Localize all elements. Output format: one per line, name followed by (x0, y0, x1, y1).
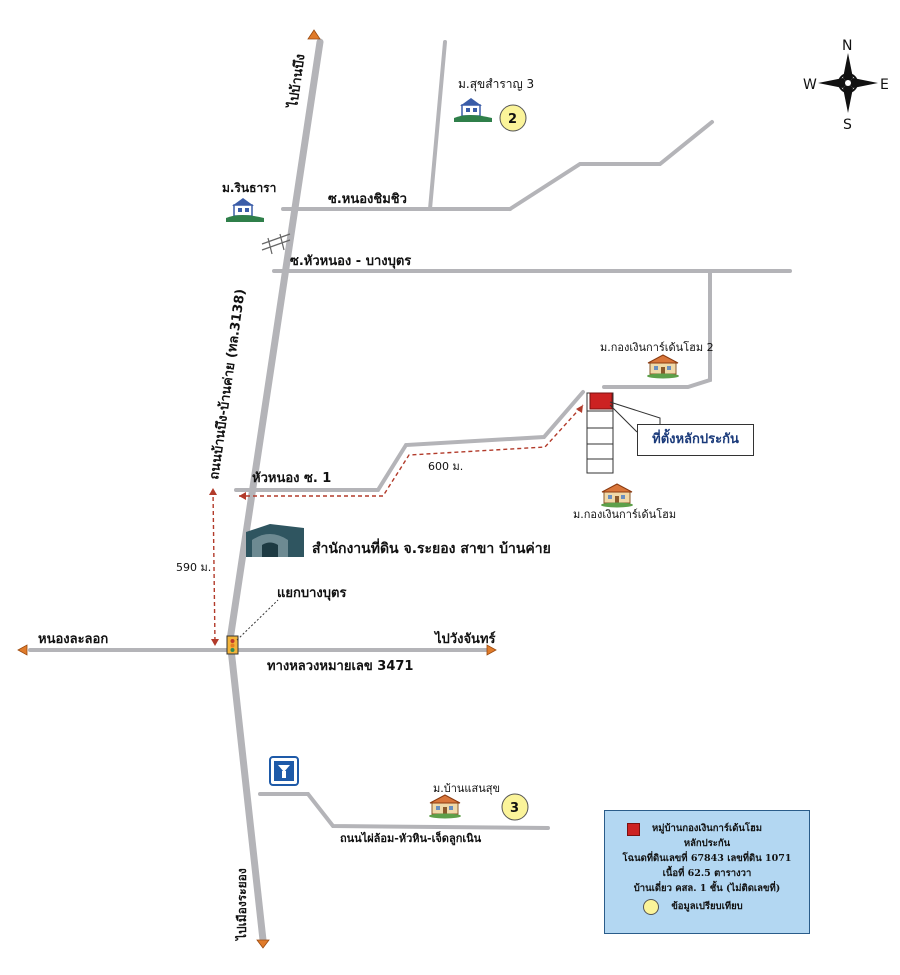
legend-line-5: บ้านเดี่ยว คสล. 1 ชั้น (ไม่ติดเลขที่) (633, 883, 781, 894)
legend-row-comparable: ข้อมูลเปรียบเทียบ (605, 899, 809, 915)
collateral-location-callout: ที่ตั้งหลักประกัน (637, 424, 754, 456)
road-east-loop (602, 269, 712, 389)
legend-line-1: หมู่บ้านกองเงินการ์เด้นโฮม (651, 823, 763, 834)
land-office-building-icon (246, 524, 304, 557)
village-kongngern-2-label: ม.กองเงินการ์เด้นโฮม 2 (600, 340, 714, 354)
comparable-marker-3 (501, 793, 529, 821)
village-suk-samran-label: ม.สุขสำราญ 3 (458, 77, 534, 92)
road-end-arrows (17, 29, 497, 949)
arrow-up-icon (307, 29, 321, 40)
bank-logo-icon (269, 756, 299, 786)
village-rinthara-label: ม.รินธารา (222, 181, 276, 195)
comparable-marker-2-label: 2 (508, 112, 517, 127)
distance-label-600m: 600 ม. (428, 460, 463, 473)
road-label-main: ถนนบ้านบึง-บ้านค่าย (ทล.3138) (206, 288, 249, 481)
junction-label: แยกบางบุตร (277, 586, 346, 601)
main-road-3138 (226, 38, 324, 644)
road-side (258, 792, 550, 830)
traffic-light-icon (226, 635, 239, 655)
collateral-plot (589, 392, 613, 410)
bridge-icon (261, 233, 291, 255)
callout-leader-2 (609, 404, 638, 433)
compass-south-label: S (843, 117, 852, 133)
village-ban-saen-suk-icon (428, 794, 462, 819)
main-road-south (226, 636, 267, 944)
compass-east-label: E (880, 77, 889, 93)
callout-leader (609, 401, 661, 426)
distance-label-590m: 590 ม. (176, 561, 211, 574)
village-suk-samran-icon (453, 97, 493, 123)
arrow-down-icon (256, 939, 270, 949)
legend-line-2: หลักประกัน (683, 838, 731, 849)
village-rinthara-icon (225, 197, 265, 223)
road-label-nong-chim-chio: ซ.หนองชิมชิว (328, 192, 407, 207)
road-label-ban-bueng: ไปบ้านบึง (284, 53, 309, 111)
village-kongngern-2-icon (646, 354, 680, 379)
road-north-branch (428, 40, 447, 211)
legend-line-3: โฉนดที่ดินเลขที่ 67843 เลขที่ดิน 1071 (622, 853, 792, 864)
arrow-right-icon (486, 644, 497, 656)
legend-comparable-dot (643, 899, 659, 915)
road-nong-chim-chio-east (508, 120, 714, 211)
junction-leader (236, 599, 279, 641)
path-600m (239, 404, 584, 497)
compass-west-label: W (803, 77, 817, 93)
village-ban-saen-suk-label: ม.บ้านแสนสุข (433, 782, 500, 795)
village-kongngern-icon (600, 483, 634, 508)
road-label-highway-3471: ทางหลวงหมายเลข 3471 (267, 659, 413, 674)
arrow-left-icon (17, 644, 28, 656)
compass-icon (818, 53, 878, 113)
path-590m (212, 489, 216, 645)
road-label-hua-nong-soi-1: หัวหนอง ซ. 1 (252, 471, 331, 486)
road-label-mueang-rayong: ไปเมืองระยอง (234, 868, 249, 942)
road-label-side: ถนนไผ่ล้อม-หัวหิน-เจ็ดลูกเนิน (340, 831, 482, 846)
legend-box: หมู่บ้านกองเงินการ์เด้นโฮม หลักประกัน โฉ… (604, 810, 810, 934)
comparable-marker-2 (499, 104, 527, 132)
legend-row-village: หมู่บ้านกองเงินการ์เด้นโฮม (605, 821, 809, 836)
road-label-nong-la-lok: หนองละลอก (38, 632, 108, 647)
distance-paths (212, 404, 584, 645)
land-office-label: สำนักงานที่ดิน จ.ระยอง สาขา บ้านค่าย (312, 538, 551, 557)
road-network (28, 38, 792, 944)
village-kongngern-label: ม.กองเงินการ์เด้นโฮม (573, 507, 676, 521)
comparable-marker-3-label: 3 (510, 801, 519, 816)
legend-collateral-swatch (627, 823, 640, 836)
compass-north-label: N (842, 38, 852, 54)
road-hua-nong-soi-1 (234, 390, 585, 492)
distance-arrowheads (209, 405, 583, 646)
road-label-hua-nong-bang-but: ซ.หัวหนอง - บางบุตร (290, 254, 411, 269)
road-label-wang-chan: ไปวังจันทร์ (433, 630, 496, 647)
legend-line-6: ข้อมูลเปรียบเทียบ (671, 901, 743, 912)
legend-line-4: เนื้อที่ 62.5 ตารางวา (662, 868, 752, 879)
